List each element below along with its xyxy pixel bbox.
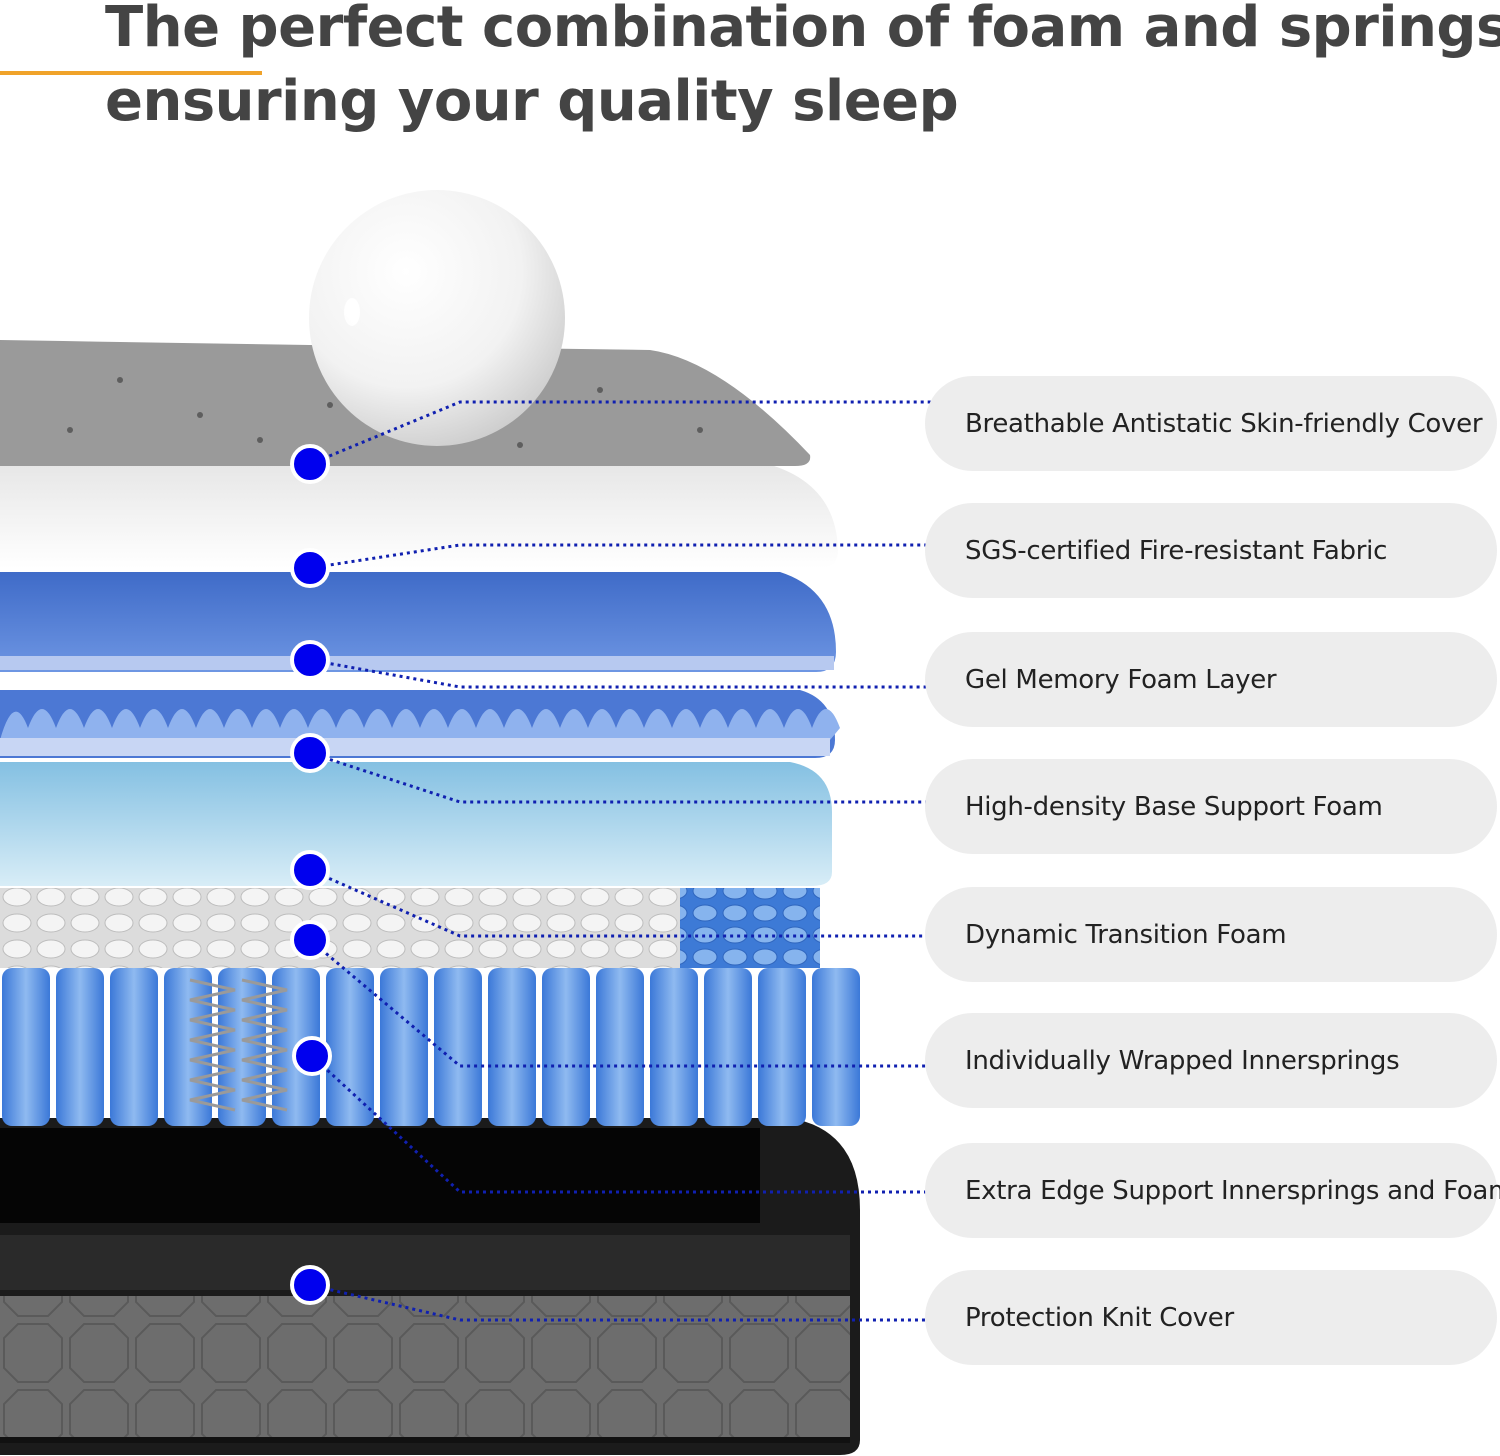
- eggcrate-base-edge: [0, 738, 830, 756]
- layer-marker-dot: [290, 920, 330, 960]
- layer-marker-dot: [290, 1265, 330, 1305]
- leader-line: [309, 938, 950, 1068]
- layer-label-text: SGS-certified Fire-resistant Fabric: [965, 535, 1388, 566]
- fire-resistant-fabric: [0, 462, 838, 568]
- layer-label-pill: Breathable Antistatic Skin-friendly Cove…: [925, 376, 1497, 471]
- innerspring-pocket: [56, 968, 104, 1126]
- transition-foam-top: [0, 888, 700, 968]
- eggcrate-profile: [0, 709, 840, 740]
- title-accent-bar: [0, 71, 262, 75]
- innerspring-pocket: [704, 968, 752, 1126]
- layer-label-pill: Gel Memory Foam Layer: [925, 632, 1497, 727]
- ball-highlight: [344, 298, 360, 326]
- layer-label-pill: Extra Edge Support Innersprings and Foam: [925, 1143, 1500, 1238]
- innerspring-pocket: [2, 968, 50, 1126]
- innerspring-pocket: [650, 968, 698, 1126]
- layer-label-pill: Dynamic Transition Foam: [925, 887, 1497, 982]
- layer-label-text: High-density Base Support Foam: [965, 791, 1383, 822]
- leader-line: [309, 751, 950, 804]
- layer-label-text: Gel Memory Foam Layer: [965, 664, 1277, 695]
- innerspring-pocket: [164, 968, 212, 1126]
- innerspring-pocket: [380, 968, 428, 1126]
- layer-label-pill: High-density Base Support Foam: [925, 759, 1497, 854]
- leader-lines: [309, 400, 950, 1322]
- leader-line: [310, 1054, 950, 1194]
- layer-label-text: Protection Knit Cover: [965, 1302, 1234, 1333]
- innerspring-pocket: [110, 968, 158, 1126]
- layer-label-pill: SGS-certified Fire-resistant Fabric: [925, 503, 1497, 598]
- base-edge: [0, 1235, 850, 1290]
- innerspring-pocket: [326, 968, 374, 1126]
- layer-label-text: Extra Edge Support Innersprings and Foam: [965, 1175, 1500, 1206]
- layer-markers: [290, 444, 332, 1305]
- innerspring-row: [2, 968, 860, 1126]
- layer-marker-dot: [290, 640, 330, 680]
- innerspring-pocket: [488, 968, 536, 1126]
- base-support-foam: [0, 762, 832, 886]
- exposed-metal-coils: [189, 978, 288, 1112]
- knit-cover-panel: [0, 1296, 850, 1440]
- edge-support-top: [680, 888, 820, 968]
- leader-line: [309, 1283, 950, 1322]
- leader-line: [309, 400, 950, 466]
- layer-marker-dot: [292, 1036, 332, 1076]
- pressure-ball: [309, 190, 565, 446]
- innerspring-pocket: [542, 968, 590, 1126]
- base-cavity: [0, 1128, 760, 1223]
- innerspring-pocket: [434, 968, 482, 1126]
- layer-marker-dot: [290, 733, 330, 773]
- headline-line-1: The perfect combination of foam and spri…: [105, 0, 1500, 60]
- gel-foam-edge: [0, 656, 834, 670]
- layer-label-text: Breathable Antistatic Skin-friendly Cove…: [965, 408, 1483, 439]
- layer-label-pill: Protection Knit Cover: [925, 1270, 1497, 1365]
- leader-line: [309, 543, 950, 570]
- leader-line: [309, 868, 950, 938]
- innerspring-pocket: [812, 968, 860, 1126]
- layer-label-text: Dynamic Transition Foam: [965, 919, 1287, 950]
- innerspring-pocket: [758, 968, 806, 1126]
- layer-marker-dot: [290, 850, 330, 890]
- layer-marker-dot: [290, 444, 330, 484]
- layer-label-text: Individually Wrapped Innersprings: [965, 1045, 1400, 1076]
- innerspring-pocket: [596, 968, 644, 1126]
- layer-marker-dot: [290, 548, 330, 588]
- layer-label-pill: Individually Wrapped Innersprings: [925, 1013, 1497, 1108]
- leader-line: [309, 658, 950, 689]
- headline-line-2: ensuring your quality sleep: [105, 69, 959, 134]
- gel-memory-foam: [0, 572, 836, 672]
